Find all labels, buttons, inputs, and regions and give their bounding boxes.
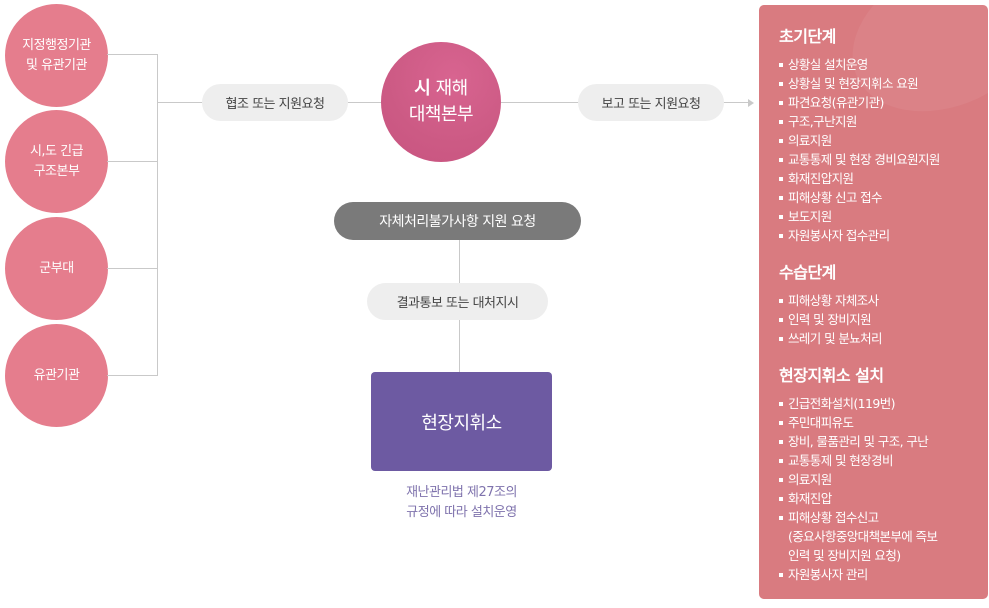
section-recovery-stage: 수습단계 피해상황 자체조사 인력 및 장비지원 쓰레기 및 분뇨처리 <box>779 259 988 348</box>
list-item: 화재진압지원 <box>779 169 988 188</box>
list-item: 주민대피유도 <box>779 413 988 432</box>
list-item: 의료지원 <box>779 131 988 150</box>
list-item-continuation: (중요사항중앙대책본부에 즉보 <box>788 529 938 544</box>
list-item: 파견요청(유관기관) <box>779 93 988 112</box>
list-item: 의료지원 <box>779 470 988 489</box>
list-item: 교통통제 및 현장경비 <box>779 451 988 470</box>
section-initial-stage: 초기단계 상황실 설치운영 상황실 및 현장지휘소 요원 파견요청(유관기관) … <box>779 23 988 245</box>
node-designated-agencies: 지정행정기관 및 유관기관 <box>5 4 108 107</box>
list-item: 장비, 물품관리 및 구조, 구난 <box>779 432 988 451</box>
node-related-agencies: 유관기관 <box>5 324 108 427</box>
list-item-continuation: 인력 및 장비지원 요청) <box>788 548 901 563</box>
section-title: 현장지휘소 설치 <box>779 366 884 385</box>
list-item: 구조,구난지원 <box>779 112 988 131</box>
main-node-line1: 시 재해 <box>414 76 469 102</box>
node-military-unit: 군부대 <box>5 217 108 320</box>
list-item: 긴급전화설치(119번) <box>779 394 988 413</box>
list-item: 보도지원 <box>779 207 988 226</box>
list-item: 피해상황 신고 접수 <box>779 188 988 207</box>
list-item: 자원봉사자 관리 <box>779 565 988 584</box>
report-request-label: 보고 또는 지원요청 <box>578 84 724 121</box>
section-title: 초기단계 <box>779 27 836 46</box>
self-processing-request-label: 자체처리불가사항 지원 요청 <box>334 202 581 240</box>
connector-line <box>107 268 157 269</box>
list-item: 자원봉사자 접수관리 <box>779 226 988 245</box>
list-item: 인력 및 장비지원 <box>779 310 988 329</box>
connector-line <box>107 161 157 162</box>
main-node-line1-rest: 재해 <box>430 78 469 99</box>
list-item: 상황실 설치운영 <box>779 55 988 74</box>
connector-line <box>107 54 157 55</box>
field-command-post-node: 현장지휘소 <box>371 372 552 471</box>
field-command-note: 재난관리법 제27조의 규정에 따라 설치운영 <box>406 485 517 520</box>
list-item: 쓰레기 및 분뇨처리 <box>779 329 988 348</box>
section-field-command-setup: 현장지휘소 설치 긴급전화설치(119번) 주민대피유도 장비, 물품관리 및 … <box>779 362 988 584</box>
main-node-line2: 대책본부 <box>408 104 474 125</box>
cooperation-request-label: 협조 또는 지원요청 <box>202 84 348 121</box>
list-item: 화재진압 <box>779 489 988 508</box>
bracket-vertical-line <box>157 54 158 376</box>
node-provincial-rescue-hq: 시,도 긴급 구조본부 <box>5 110 108 213</box>
list-item: 피해상황 자체조사 <box>779 291 988 310</box>
tasks-panel: 초기단계 상황실 설치운영 상황실 및 현장지휘소 요원 파견요청(유관기관) … <box>759 5 988 599</box>
connector-line <box>107 375 157 376</box>
list-item: 상황실 및 현장지휘소 요원 <box>779 74 988 93</box>
list-item: 피해상황 접수신고 <box>779 508 988 527</box>
city-disaster-hq-node: 시 재해 대책본부 <box>381 42 501 162</box>
arrow-right-icon <box>748 99 754 107</box>
main-node-bold: 시 <box>414 78 431 99</box>
result-notice-label: 결과통보 또는 대처지시 <box>367 283 548 320</box>
section-title: 수습단계 <box>779 263 836 282</box>
list-item: 교통통제 및 현장 경비요원지원 <box>779 150 988 169</box>
